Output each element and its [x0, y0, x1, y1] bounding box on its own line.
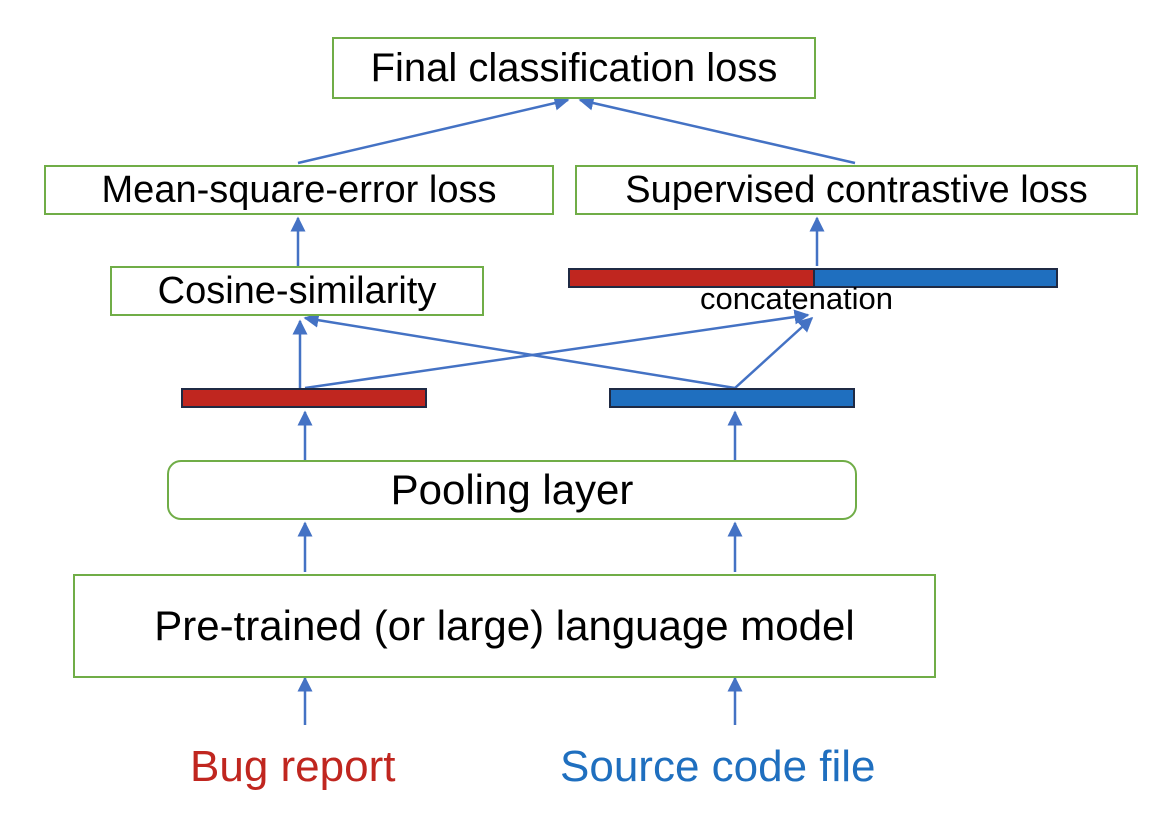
cosine-similarity-label: Cosine-similarity	[157, 269, 437, 312]
pooling-layer-box: Pooling layer	[167, 460, 857, 520]
final-classification-loss-box: Final classification loss	[332, 37, 816, 99]
source-code-embedding-bar	[609, 388, 855, 408]
mse-loss-label: Mean-square-error loss	[101, 168, 497, 211]
contrastive-loss-label: Supervised contrastive loss	[625, 168, 1088, 211]
contrastive-loss-box: Supervised contrastive loss	[575, 165, 1138, 215]
concatenated-source-code-segment	[813, 268, 1058, 288]
language-model-label: Pre-trained (or large) language model	[154, 602, 855, 649]
final-classification-loss-label: Final classification loss	[370, 45, 778, 90]
arrow-code-embedding-to-cosine	[303, 312, 736, 390]
arrow-code-embedding-to-concatenation	[734, 316, 814, 389]
arrow-contrastive-to-final	[578, 95, 856, 165]
language-model-box: Pre-trained (or large) language model	[73, 574, 936, 678]
cosine-similarity-box: Cosine-similarity	[110, 266, 484, 316]
bug-report-embedding-bar	[181, 388, 427, 408]
bug-report-input-label: Bug report	[190, 742, 396, 791]
arrow-mse-to-final	[297, 95, 570, 165]
arrow-bug-embedding-to-concatenation	[304, 309, 810, 390]
concatenation-label: concatenation	[700, 281, 894, 316]
source-code-input-label: Source code file	[560, 742, 876, 791]
mse-loss-box: Mean-square-error loss	[44, 165, 554, 215]
pooling-layer-label: Pooling layer	[390, 466, 634, 513]
